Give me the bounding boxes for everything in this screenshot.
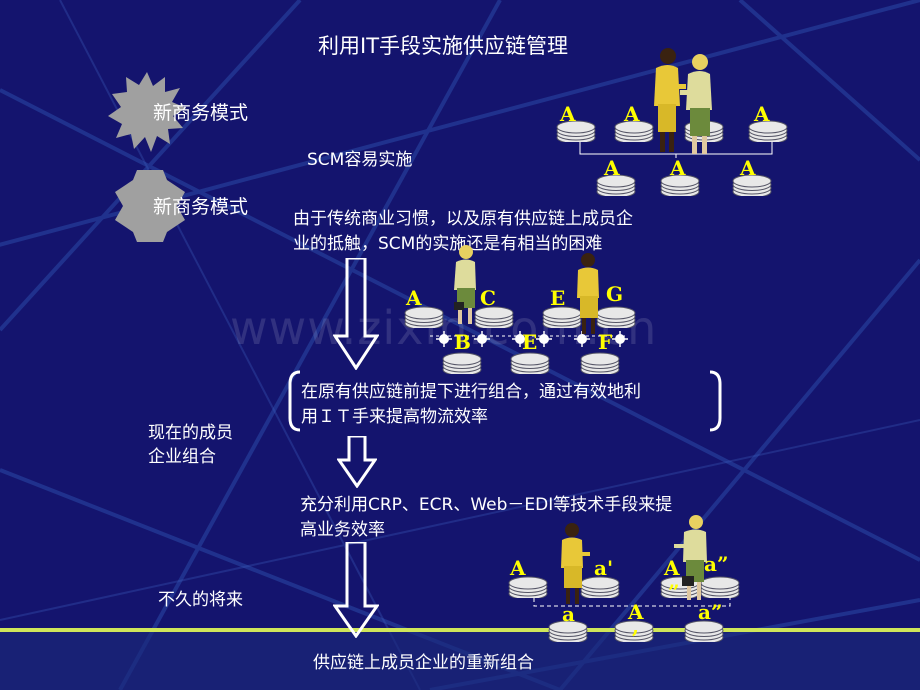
node-label: A [628,600,644,624]
node-label: a' [594,556,614,580]
difficulty-text-line1: 由于传统商业习惯，以及原有供应链上成员企 [293,209,633,229]
regroup-text-line2: 用ＩＴ手来提高物流效率 [301,407,488,427]
difficulty-text-line2: 业的抵触，SCM的实施还是有相当的困难 [293,234,603,254]
server-disk-icon [580,576,620,602]
businesswoman-icon [561,523,590,604]
server-disk-icon [474,306,514,332]
node-label: E [550,286,566,310]
server-disk-icon [748,120,788,146]
businesswoman-icon [654,48,686,152]
node-label: A [670,156,686,180]
regroup-text-line1: 在原有供应链前提下进行组合，通过有效地利 [301,382,641,402]
server-disk-icon [404,306,444,332]
node-label: a” [704,552,729,576]
down-arrow-icon [333,542,379,638]
down-arrow-icon [333,258,379,370]
node-label: ” [668,580,680,604]
bottom-network-connector [533,598,731,607]
node-label: A [754,102,770,126]
tech-text-line2: 高业务效率 [300,520,385,540]
current-label-line2: 企业组合 [148,447,216,467]
link-burst-icons [436,331,628,347]
server-disk-icon [684,620,724,646]
badge-label-2: 新商务模式 [153,196,249,218]
server-disk-icon [580,352,620,378]
slide-title: 利用IT手段实施供应链管理 [318,34,569,58]
node-label: a” [698,600,723,624]
server-disk-icon [508,576,548,602]
server-disk-icon [548,620,588,646]
scm-easy-text: SCM容易实施 [307,150,413,170]
server-disk-icon [732,174,772,200]
starburst-badge-icon [108,72,186,152]
tech-text-line1: 充分利用CRP、ECR、Web－EDI等技术手段来提 [300,495,673,515]
current-label-line1: 现在的成员 [148,423,233,443]
server-disk-icon [614,120,654,146]
businesswoman-icon [680,54,712,154]
server-disk-icon [660,174,700,200]
bottom-caption: 供应链上成员企业的重新组合 [313,653,534,673]
server-disk-icon [542,306,582,332]
server-disk-icon [556,120,596,146]
node-label: A [664,556,680,580]
badge-label-1: 新商务模式 [153,102,249,124]
node-label: A [624,102,640,126]
node-label: a [562,602,575,626]
server-disk-icon [510,352,550,378]
businesswoman-icon [674,515,707,600]
node-label: G [606,282,624,306]
server-disk-icon [596,306,636,332]
server-disk-icon [442,352,482,378]
node-label: F [598,330,613,354]
octagon-badge-icon [115,170,185,242]
node-label: C [480,286,496,310]
node-label: E [522,330,538,354]
node-label: , [632,614,639,638]
businesswoman-icon [454,245,476,324]
businesswoman-icon [577,253,599,334]
node-label: A [406,286,422,310]
future-label: 不久的将来 [158,590,243,610]
down-arrow-icon [337,436,377,488]
node-label: A [560,102,576,126]
server-disk-icon [700,576,740,602]
left-bracket [288,370,301,432]
server-disk-icon [596,174,636,200]
node-label: A [604,156,620,180]
server-disk-icon [614,620,654,646]
node-label: B [454,330,471,354]
right-bracket [709,370,722,432]
node-label: A [510,556,526,580]
node-label: A [740,156,756,180]
mid-network-connector [430,335,626,337]
top-network-connector [579,142,773,158]
